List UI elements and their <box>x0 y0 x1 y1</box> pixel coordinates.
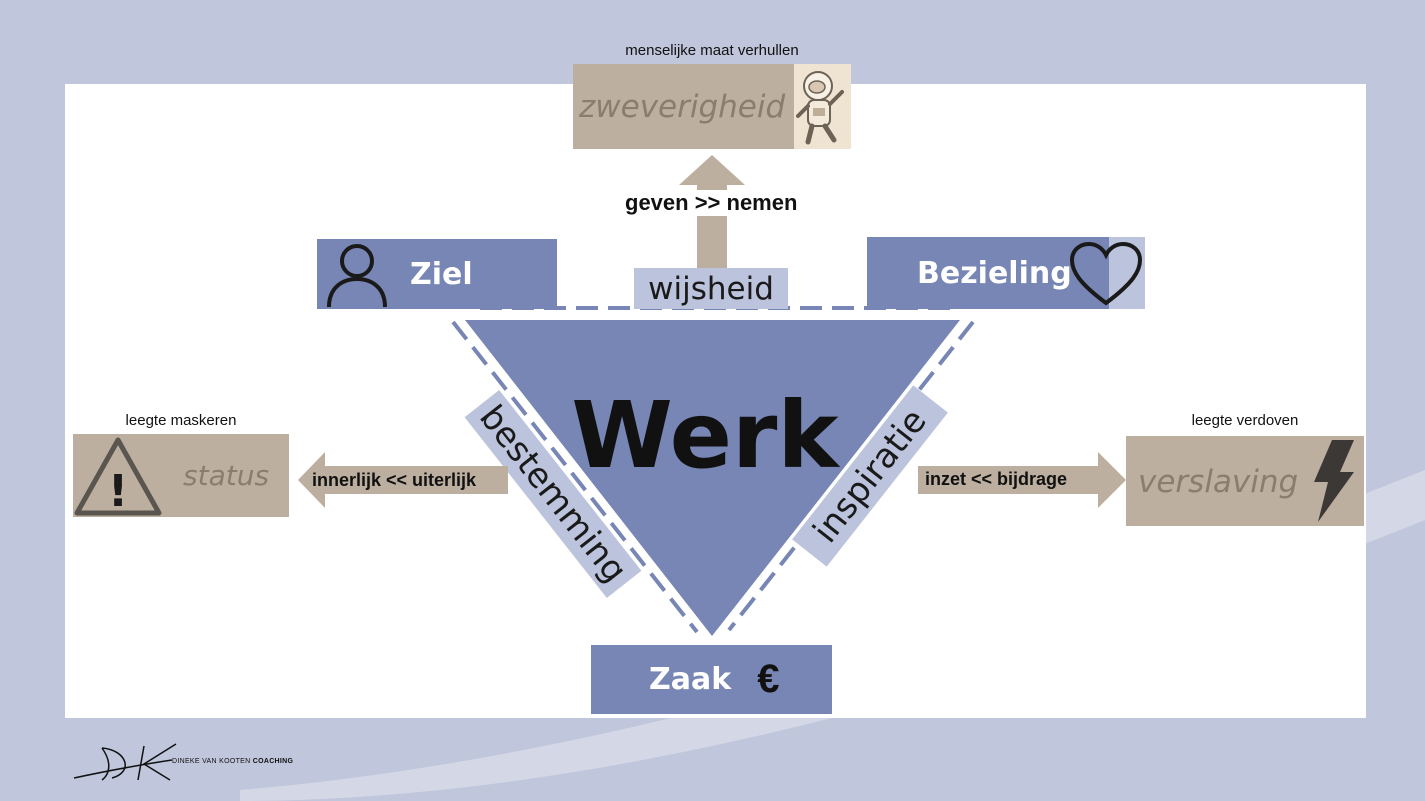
dk-signature-icon <box>73 743 177 781</box>
caption-top: menselijke maat verhullen <box>625 42 799 59</box>
arrow-up-label: geven >> nemen <box>623 190 800 216</box>
astronaut-icon <box>794 64 851 149</box>
werk-title: Werk <box>571 382 839 489</box>
lightning-icon <box>1314 440 1354 522</box>
caption-left: leegte maskeren <box>125 412 237 429</box>
zweverigheid-label: zweverigheid <box>579 88 786 125</box>
footer-logo-text: DINEKE VAN KOOTEN COACHING <box>172 758 293 765</box>
verslaving-box: verslaving <box>1126 436 1364 526</box>
status-box: ! status <box>73 434 289 517</box>
footer-logo: DINEKE VAN KOOTEN COACHING <box>72 742 302 782</box>
euro-icon: € <box>757 657 780 701</box>
verslaving-label: verslaving <box>1138 464 1299 500</box>
wijsheid-label: wijsheid <box>634 268 788 309</box>
bezieling-box: Bezieling <box>867 237 1145 309</box>
ziel-box: Ziel <box>317 239 557 309</box>
warning-exclamation: ! <box>108 466 128 517</box>
caption-right: leegte verdoven <box>1191 412 1299 429</box>
logo-coaching: COACHING <box>252 758 294 765</box>
arrow-right-label: inzet << bijdrage <box>925 469 1068 489</box>
zweverigheid-box: zweverigheid <box>573 64 851 149</box>
warning-icon: ! <box>74 437 162 517</box>
zaak-box: Zaak € <box>591 645 832 714</box>
bezieling-label: Bezieling <box>917 255 1072 291</box>
ziel-label: Ziel <box>410 256 473 292</box>
status-label: status <box>183 459 270 492</box>
heart-icon <box>1069 241 1143 306</box>
arrow-left-label: innerlijk << uiterlijk <box>312 470 477 490</box>
person-icon <box>327 244 387 308</box>
zaak-label: Zaak <box>649 662 732 697</box>
logo-name: DINEKE VAN KOOTEN <box>172 758 251 765</box>
